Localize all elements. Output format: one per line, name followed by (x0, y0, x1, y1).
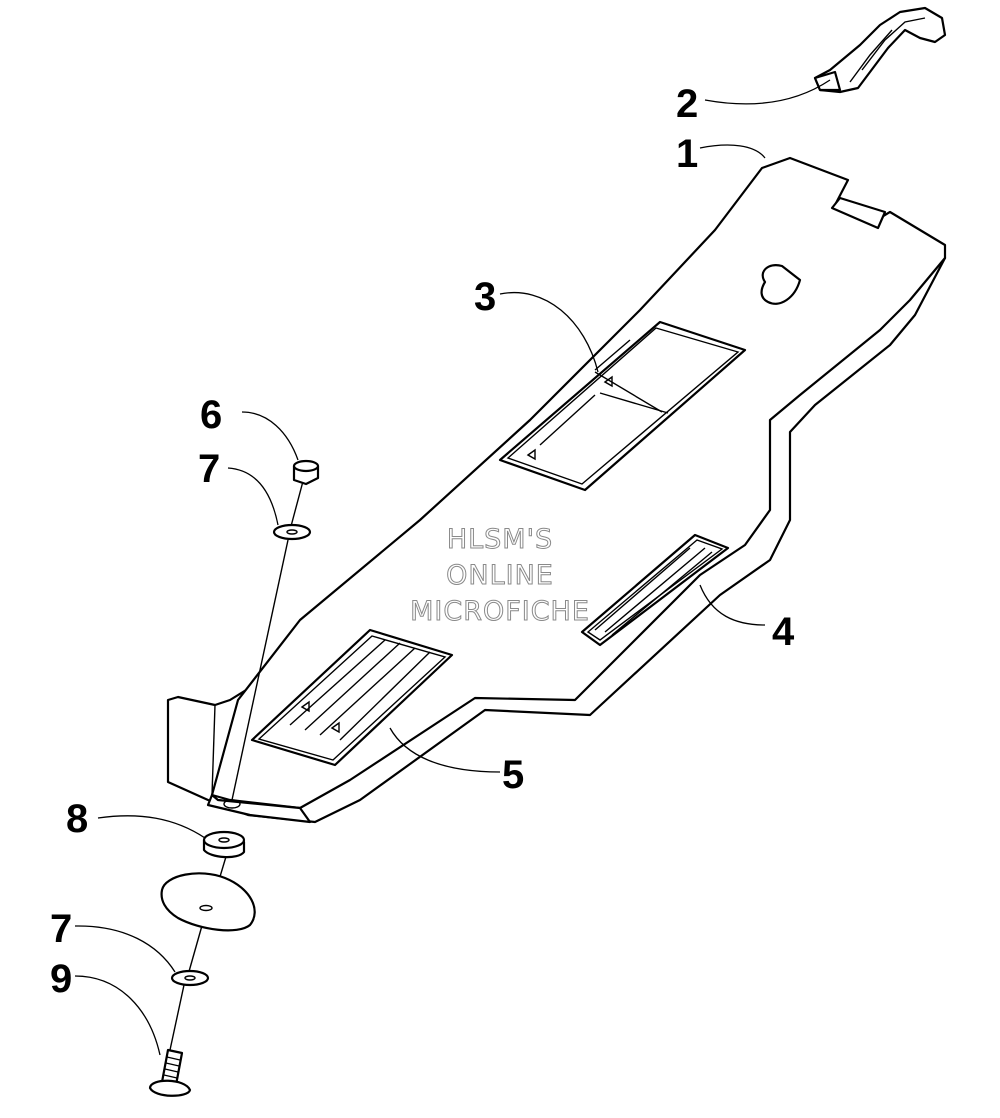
leader-7b (74, 925, 176, 973)
decal-4 (580, 533, 730, 647)
leader-8 (97, 815, 206, 839)
leader-6 (241, 411, 299, 461)
callout-7-upper: 7 (198, 447, 220, 491)
leader-5 (389, 727, 501, 773)
watermark-line-2: ONLINE (446, 560, 554, 591)
leader-7a (227, 467, 279, 526)
nut-part-6 (292, 459, 320, 486)
watermark: HLSM'S ONLINE MICROFICHE (410, 524, 590, 628)
leader-9 (74, 975, 161, 1056)
callout-3: 3 (474, 275, 496, 319)
decal-3 (498, 320, 747, 492)
watermark-line-3: MICROFICHE (410, 596, 590, 627)
leader-1 (699, 144, 766, 159)
clip-part-2 (813, 6, 947, 94)
spacer-part-8 (202, 830, 246, 859)
leader-4 (699, 584, 766, 626)
skid-plate-mount-tab (206, 793, 312, 824)
callout-1: 1 (676, 132, 698, 176)
large-washer-plate (160, 872, 256, 932)
callout-6: 6 (200, 393, 222, 437)
callout-5: 5 (502, 753, 524, 797)
skid-plate-tab (760, 264, 802, 305)
skid-plate-slot (830, 196, 887, 230)
callout-2: 2 (676, 82, 698, 126)
callout-4: 4 (772, 610, 795, 654)
washer-part-7-lower (170, 969, 210, 987)
decal-5 (250, 628, 454, 767)
washer-part-7-upper (272, 523, 312, 541)
leader-2 (704, 79, 831, 105)
leader-3 (499, 292, 599, 373)
watermark-line-1: HLSM'S (447, 524, 553, 555)
bolt-part-9 (148, 1048, 192, 1097)
callout-8: 8 (66, 797, 88, 841)
callout-7-lower: 7 (50, 907, 72, 951)
callout-9: 9 (50, 957, 72, 1001)
